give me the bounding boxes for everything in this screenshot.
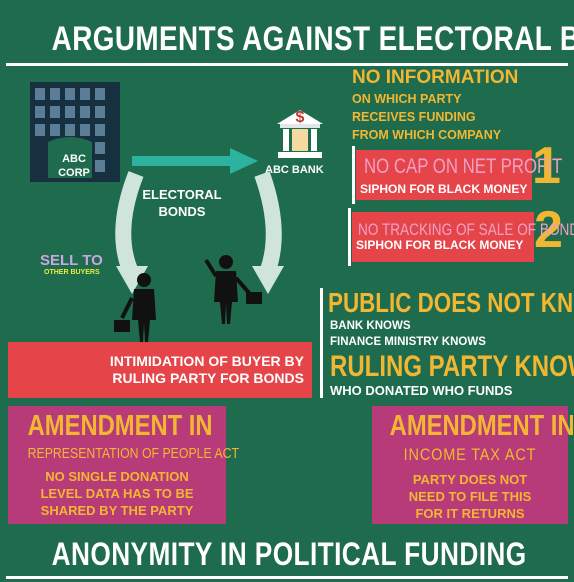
amendment-rpa-act: REPRESENTATION OF PEOPLE ACT [27, 445, 240, 462]
footer-divider [6, 576, 568, 579]
other-buyers-label: OTHER BUYERS [44, 269, 100, 276]
businessman-icon [202, 254, 266, 326]
header-divider [6, 63, 568, 66]
amendment-ita-detail-1: PARTY DOES NOT [412, 472, 528, 487]
building-icon [30, 82, 120, 182]
amendment-ita-detail: PARTY DOES NOT NEED TO FILE THIS FOR IT … [372, 471, 568, 522]
intimidation-line-1: INTIMIDATION OF BUYER BY [109, 353, 304, 369]
arrow-to-bank-icon [132, 146, 260, 176]
point-1-subtitle: SIPHON FOR BLACK MONEY [360, 182, 528, 196]
intimidation-text: INTIMIDATION OF BUYER BY RULING PARTY FO… [8, 342, 312, 387]
bonds-label-line-2: BONDS [158, 204, 206, 219]
footer-title: ANONYMITY IN POLITICAL FUNDING [51, 536, 527, 572]
point-1-box [356, 150, 532, 200]
amendment-ita-heading: AMENDMENT IN [389, 410, 574, 442]
amendment-rpa-detail-1: NO SINGLE DONATION [45, 469, 189, 484]
corp-label-line-2: CORP [58, 167, 90, 179]
point-2-subtitle: SIPHON FOR BLACK MONEY [356, 238, 524, 252]
point-1-title: NO CAP ON NET PROFIT [364, 155, 563, 178]
no-information-details: ON WHICH PARTY RECEIVES FUNDING FROM WHI… [352, 90, 501, 144]
point-1-marker [352, 146, 355, 204]
bank-dollar-symbol: $ [295, 109, 305, 126]
public-does-not-know: PUBLIC DOES NOT KNOW [328, 287, 574, 318]
corp-label-line-1: ABC [62, 153, 86, 165]
amendment-rpa-box: AMENDMENT IN REPRESENTATION OF PEOPLE AC… [8, 406, 240, 524]
amendment-ita-act: INCOME TAX ACT [403, 445, 537, 464]
businessman-icon [112, 272, 174, 344]
info-line-1: ON WHICH PARTY [352, 92, 462, 106]
point-2-box [352, 212, 534, 262]
electoral-bonds-label: ELECTORAL BONDS [142, 186, 222, 220]
ruling-party-knows: RULING PARTY KNOWS [330, 350, 574, 383]
bonds-label-line-1: ELECTORAL [142, 187, 222, 202]
info-line-3: FROM WHICH COMPANY [352, 128, 502, 142]
amendment-ita-detail-3: FOR IT RETURNS [415, 506, 525, 521]
intimidation-line-2: RULING PARTY FOR BONDS [112, 370, 304, 386]
amendment-rpa-heading: AMENDMENT IN [27, 410, 213, 442]
who-donated-who-funds: WHO DONATED WHO FUNDS [330, 383, 513, 398]
point-2-marker [348, 208, 351, 266]
sell-to-label: SELL TO [40, 252, 103, 269]
intimidation-box: INTIMIDATION OF BUYER BY RULING PARTY FO… [8, 342, 312, 398]
amendment-rpa-detail-3: SHARED BY THE PARTY [40, 503, 194, 518]
corp-label: ABC CORP [50, 152, 98, 180]
info-line-2: RECEIVES FUNDING [352, 110, 476, 124]
bank-label: ABC BANK [265, 164, 324, 176]
point-2-number: 2 [534, 201, 563, 259]
bank-icon [275, 108, 325, 160]
amendment-rpa-detail: NO SINGLE DONATION LEVEL DATA HAS TO BE … [8, 468, 226, 519]
finance-ministry-knows: FINANCE MINISTRY KNOWS [330, 336, 486, 348]
no-information-heading: NO INFORMATION [352, 67, 519, 88]
point-1-number: 1 [532, 137, 561, 195]
amendment-ita-box: AMENDMENT IN INCOME TAX ACT PARTY DOES N… [372, 406, 574, 524]
amendment-ita-detail-2: NEED TO FILE THIS [408, 489, 532, 504]
curved-arrows-icon [100, 170, 300, 300]
page-title: ARGUMENTS AGAINST ELECTORAL BONDS [51, 20, 574, 58]
bank-knows: BANK KNOWS [330, 320, 411, 332]
knowledge-divider [320, 288, 323, 398]
amendment-rpa-detail-2: LEVEL DATA HAS TO BE [40, 486, 194, 501]
point-2-title: NO TRACKING OF SALE OF BONDS [358, 220, 574, 239]
